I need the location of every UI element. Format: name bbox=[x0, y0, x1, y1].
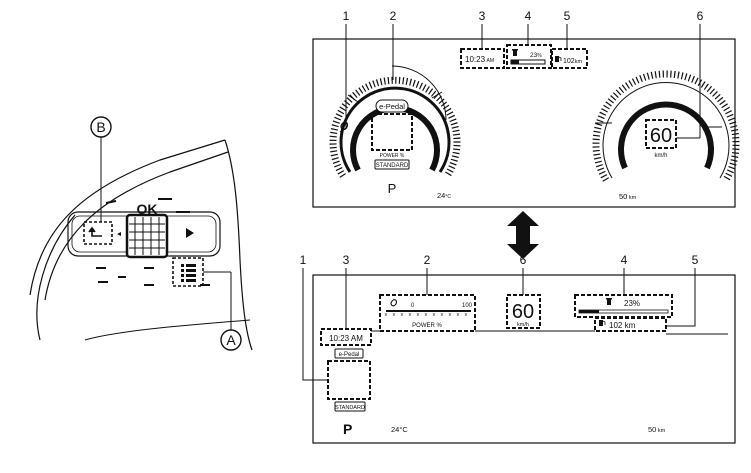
power-label: POWER % bbox=[412, 323, 442, 329]
right-arrow-icon[interactable] bbox=[186, 228, 194, 238]
swap-arrow-icon bbox=[507, 211, 539, 259]
grid-pad-icon[interactable] bbox=[125, 213, 169, 259]
bottom-callout-2: 2 bbox=[424, 253, 431, 267]
power-label: POWER % bbox=[380, 153, 405, 159]
battery-percent: 23% bbox=[624, 299, 640, 308]
mode-label: STANDARD bbox=[376, 163, 409, 169]
bottom-separators bbox=[371, 330, 728, 335]
bottom-callout-6: 6 bbox=[520, 253, 527, 267]
eco-leaf-icon bbox=[340, 121, 348, 131]
bottom-callout-4: 4 bbox=[621, 253, 628, 267]
bottom-callout-3: 3 bbox=[343, 253, 350, 267]
top-callouts bbox=[339, 24, 701, 139]
top-callout-6: 6 bbox=[697, 9, 704, 23]
mode-label: STANDARD bbox=[335, 405, 365, 411]
power-min-label: 0 bbox=[411, 303, 415, 309]
bottom-display-frame bbox=[312, 274, 736, 444]
power-meter-scale bbox=[385, 310, 471, 316]
battery-level-bar bbox=[510, 59, 546, 65]
temperature-readout: 24°C bbox=[437, 191, 451, 200]
fuel-pump-icon bbox=[555, 56, 562, 62]
charge-plug-icon bbox=[606, 298, 612, 305]
temperature-readout: 24°C bbox=[391, 425, 408, 434]
top-callout-1: 1 bbox=[343, 9, 350, 23]
menu-list-icon[interactable] bbox=[172, 257, 204, 287]
callout-a: A bbox=[203, 271, 242, 351]
power-value-box bbox=[371, 113, 413, 151]
range-box bbox=[551, 48, 588, 69]
clock-readout: 10:23 AM bbox=[329, 334, 363, 343]
speed-value: 60 bbox=[512, 301, 534, 323]
top-callout-3: 3 bbox=[479, 9, 486, 23]
bottom-callout-5: 5 bbox=[692, 253, 699, 267]
top-callout-5: 5 bbox=[564, 9, 571, 23]
top-display-frame bbox=[312, 38, 736, 208]
speed-unit: km/h bbox=[654, 153, 667, 159]
back-arrow-icon[interactable] bbox=[83, 221, 113, 245]
gear-indicator: P bbox=[388, 181, 397, 196]
eco-leaf-icon bbox=[390, 299, 397, 307]
e-pedal-badge bbox=[375, 99, 409, 113]
power-meter-box bbox=[379, 294, 476, 332]
svg-text:A: A bbox=[226, 332, 236, 348]
steering-switch-illustration bbox=[29, 139, 253, 351]
mode-badge bbox=[374, 159, 410, 170]
bottom-callouts bbox=[302, 268, 696, 381]
ok-label: OK bbox=[137, 201, 158, 217]
speed-box bbox=[506, 294, 541, 329]
e-pedal-badge bbox=[334, 348, 364, 359]
top-callout-2: 2 bbox=[390, 9, 397, 23]
callout-b: B bbox=[90, 116, 112, 222]
speed-value: 60 bbox=[650, 125, 672, 147]
e-pedal-label: e-Pedal bbox=[339, 352, 360, 358]
charge-plug-icon bbox=[512, 49, 518, 56]
power-max-label: 100 bbox=[462, 303, 473, 309]
left-arrow-icon[interactable] bbox=[117, 232, 121, 236]
speed-box bbox=[645, 119, 677, 149]
battery-percent: 23% bbox=[530, 52, 542, 59]
range-readout: 102km bbox=[563, 58, 582, 65]
speedometer-gauge bbox=[592, 70, 740, 182]
svg-text:B: B bbox=[96, 119, 105, 135]
top-callout-4: 4 bbox=[525, 9, 532, 23]
e-pedal-label: e-Pedal bbox=[379, 102, 405, 111]
bottom-callout-1: 1 bbox=[300, 253, 307, 267]
range-readout: 102 km bbox=[609, 321, 636, 330]
battery-level-bar bbox=[578, 309, 669, 314]
mode-badge bbox=[334, 401, 366, 412]
gear-indicator: P bbox=[343, 421, 352, 437]
battery-box bbox=[506, 44, 552, 69]
fuel-pump-icon bbox=[599, 320, 606, 326]
speed-unit: km/h bbox=[517, 322, 529, 328]
